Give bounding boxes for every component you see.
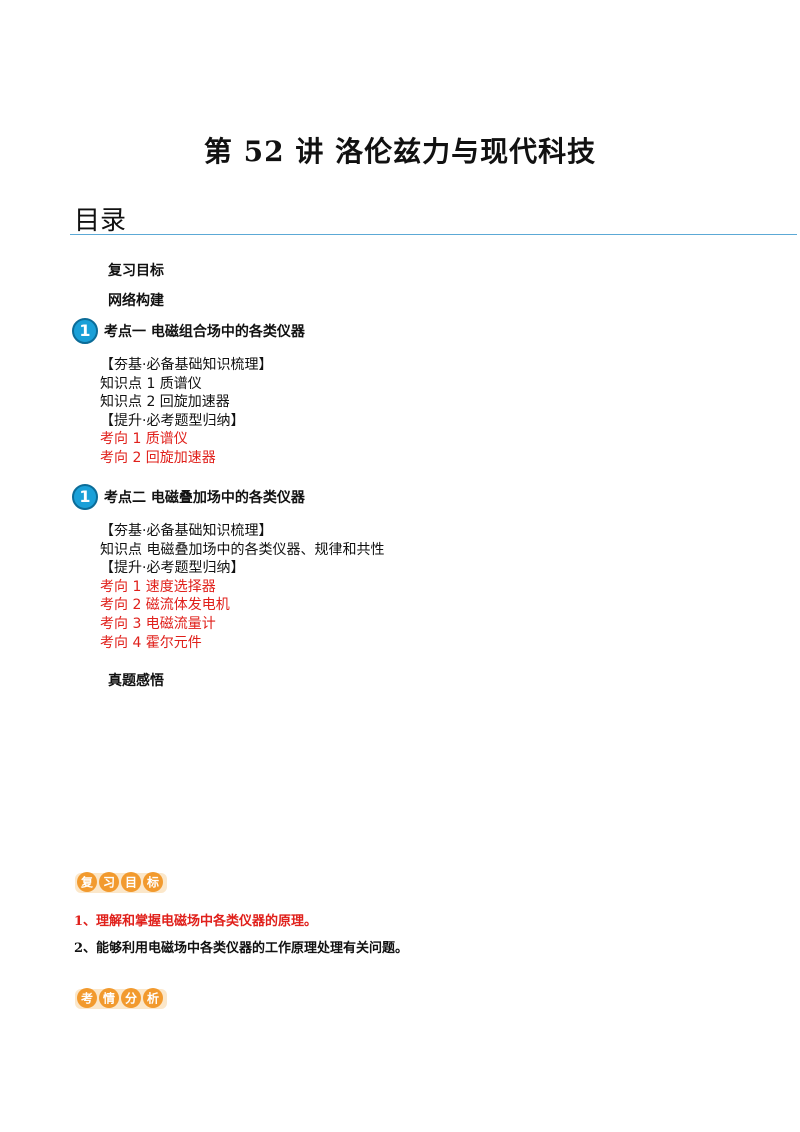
exam-analysis-badge: 考 情 分 析 bbox=[75, 988, 167, 1009]
toc-item[interactable]: 考向 4 霍尔元件 bbox=[100, 634, 202, 651]
section-1-label: 考点一 电磁组合场中的各类仪器 bbox=[104, 324, 305, 340]
section-1-list: 【夯基·必备基础知识梳理】 知识点 1 质谱仪 知识点 2 回旋加速器 【提升·… bbox=[100, 356, 272, 468]
toc-section-1[interactable]: 1 考点一 电磁组合场中的各类仪器 bbox=[72, 317, 305, 345]
badge-char: 分 bbox=[125, 991, 137, 1006]
toc-divider bbox=[70, 234, 797, 235]
toc-entry-network[interactable]: 网络构建 bbox=[108, 293, 164, 309]
badge-char-group: 考 情 分 析 bbox=[77, 988, 163, 1008]
badge-char: 考 bbox=[81, 991, 93, 1006]
toc-item[interactable]: 【提升·必考题型归纳】 bbox=[100, 560, 245, 577]
toc-section-2[interactable]: 1 考点二 电磁叠加场中的各类仪器 bbox=[72, 483, 305, 511]
toc-item[interactable]: 知识点 电磁叠加场中的各类仪器、规律和共性 bbox=[100, 541, 385, 558]
toc-entry-real-exam[interactable]: 真题感悟 bbox=[108, 673, 164, 689]
badge-char: 复 bbox=[80, 875, 94, 890]
goal-item-2: 2、能够利用电磁场中各类仪器的工作原理处理有关问题。 bbox=[74, 941, 409, 956]
badge-char-group: 复 习 目 标 bbox=[77, 872, 163, 892]
toc-entry-review-goals[interactable]: 复习目标 bbox=[108, 263, 164, 279]
toc-item[interactable]: 【提升·必考题型归纳】 bbox=[100, 412, 245, 429]
section-2-list: 【夯基·必备基础知识梳理】 知识点 电磁叠加场中的各类仪器、规律和共性 【提升·… bbox=[100, 522, 384, 652]
section-2-label: 考点二 电磁叠加场中的各类仪器 bbox=[104, 490, 305, 506]
toc-heading: 目录 bbox=[74, 206, 127, 236]
toc-item[interactable]: 【夯基·必备基础知识梳理】 bbox=[100, 523, 273, 539]
review-goals-badge: 复 习 目 标 bbox=[75, 872, 167, 893]
badge-char: 析 bbox=[147, 991, 159, 1006]
goal-item-1: 1、理解和掌握电磁场中各类仪器的原理。 bbox=[74, 914, 318, 929]
toc-item[interactable]: 考向 1 质谱仪 bbox=[100, 431, 188, 448]
section-number-icon: 1 bbox=[72, 484, 98, 510]
toc-item[interactable]: 考向 1 速度选择器 bbox=[100, 578, 216, 595]
badge-char: 标 bbox=[146, 875, 159, 890]
toc-item[interactable]: 知识点 2 回旋加速器 bbox=[100, 394, 230, 411]
badge-char: 习 bbox=[103, 876, 115, 890]
section-number-icon: 1 bbox=[72, 318, 98, 344]
toc-item[interactable]: 【夯基·必备基础知识梳理】 bbox=[100, 357, 273, 373]
document-title: 第 52 讲 洛伦兹力与现代科技 bbox=[203, 135, 597, 168]
toc-item[interactable]: 知识点 1 质谱仪 bbox=[100, 375, 202, 392]
toc-item[interactable]: 考向 3 电磁流量计 bbox=[100, 615, 216, 632]
badge-char: 情 bbox=[103, 991, 115, 1006]
toc-item[interactable]: 考向 2 回旋加速器 bbox=[100, 449, 216, 466]
toc-item[interactable]: 考向 2 磁流体发电机 bbox=[100, 597, 230, 614]
badge-char: 目 bbox=[125, 876, 137, 890]
